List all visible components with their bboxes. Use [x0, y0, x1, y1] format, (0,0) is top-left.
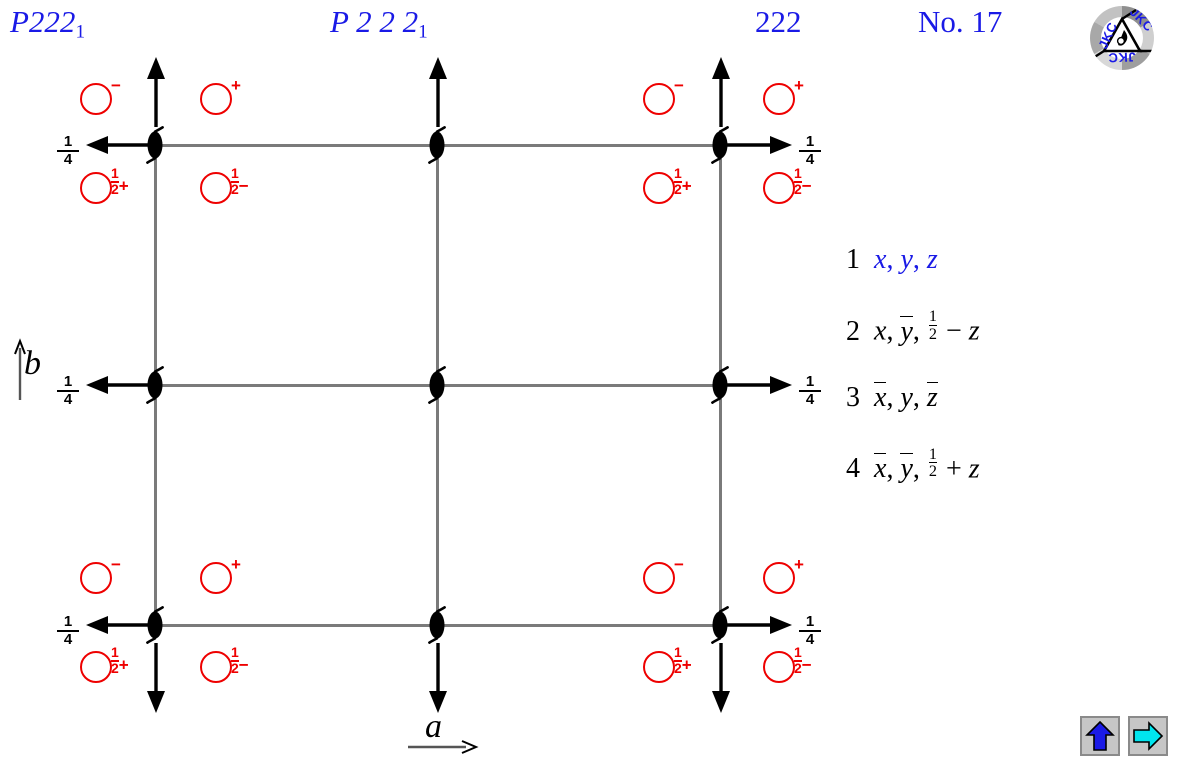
- atom-circle: [643, 83, 675, 115]
- rotation-axis-arrow-left: [86, 374, 156, 401]
- atom-circle: [763, 83, 795, 115]
- atom-circle: [80, 172, 112, 204]
- operation-expression: x, y, z: [874, 244, 938, 275]
- rotation-axis-arrow-left: [86, 614, 156, 641]
- logo-text-3: JKC: [1107, 49, 1136, 66]
- page-title-full: P 2 2 21: [330, 4, 428, 43]
- atom-height-label: +: [231, 76, 241, 95]
- atom-height-label: +: [794, 555, 804, 574]
- point-group-label: 222: [755, 4, 802, 39]
- rotation-axis-arrow-up: [145, 57, 167, 132]
- atom-height-label: +: [794, 76, 804, 95]
- space-group-number: No. 17: [918, 4, 1003, 39]
- rotation-axis-arrow-down: [710, 643, 732, 718]
- atom-height-label: −: [674, 555, 684, 574]
- atom-circle: [643, 651, 675, 683]
- atom-height-label: +: [231, 555, 241, 574]
- atom-circle: [643, 172, 675, 204]
- atom-circle: [200, 172, 232, 204]
- atom-circle: [763, 562, 795, 594]
- atom-circle: [200, 562, 232, 594]
- operation-number: 2: [846, 315, 860, 347]
- symmetry-operation-row: 3 x, y, z: [846, 380, 1166, 414]
- hm-symbol-short-sub: 1: [75, 21, 86, 43]
- atom-circle: [763, 651, 795, 683]
- atom-circle: [200, 83, 232, 115]
- atom-height-label: −: [111, 76, 121, 95]
- screw-axis-symbol: [424, 125, 450, 165]
- atom-circle: [80, 651, 112, 683]
- operation-number: 4: [846, 453, 860, 485]
- screw-axis-symbol: [707, 605, 733, 645]
- hm-symbol-full-sub: 1: [418, 21, 428, 43]
- screw-axis-symbol: [424, 365, 450, 405]
- logo-triangle-icon: [1092, 8, 1152, 60]
- nav-next-button[interactable]: [1128, 716, 1168, 756]
- atom-circle: [80, 562, 112, 594]
- operation-number: 3: [846, 381, 860, 413]
- atom-circle: [643, 562, 675, 594]
- atom-circle: [200, 651, 232, 683]
- rotation-axis-arrow-up: [427, 57, 449, 132]
- axis-arrow-b: [12, 338, 28, 405]
- nav-up-button[interactable]: [1080, 716, 1120, 756]
- rotation-axis-arrow-up: [710, 57, 732, 132]
- rotation-axis-arrow-right: [722, 134, 792, 161]
- atom-circle: [763, 172, 795, 204]
- axis-label-b: b: [24, 345, 41, 382]
- hm-symbol-short: P222: [10, 4, 76, 39]
- atom-height-label: −: [111, 555, 121, 574]
- screw-axis-symbol: [707, 125, 733, 165]
- screw-axis-symbol: [424, 605, 450, 645]
- atom-circle: [80, 83, 112, 115]
- page-title-short: P2221: [10, 4, 85, 43]
- operation-number: 1: [846, 244, 860, 275]
- rotation-axis-arrow-down: [427, 643, 449, 718]
- hm-symbol-full: P 2 2 2: [330, 4, 419, 39]
- rotation-axis-arrow-down: [145, 643, 167, 718]
- rotation-axis-arrow-right: [722, 614, 792, 641]
- jkc-logo: JKC JKC JKC: [1090, 6, 1154, 70]
- axis-arrow-a: [408, 738, 480, 761]
- atom-height-label: −: [674, 76, 684, 95]
- up-arrow-icon: [1085, 720, 1115, 751]
- right-arrow-icon: [1133, 721, 1164, 751]
- operation-expression: x, y, z: [874, 381, 938, 413]
- rotation-axis-arrow-right: [722, 374, 792, 401]
- axis-label-a: a: [425, 708, 442, 745]
- symmetry-operation-row: 1 x, y, z: [846, 244, 1166, 276]
- rotation-axis-arrow-left: [86, 134, 156, 161]
- screw-axis-symbol: [707, 365, 733, 405]
